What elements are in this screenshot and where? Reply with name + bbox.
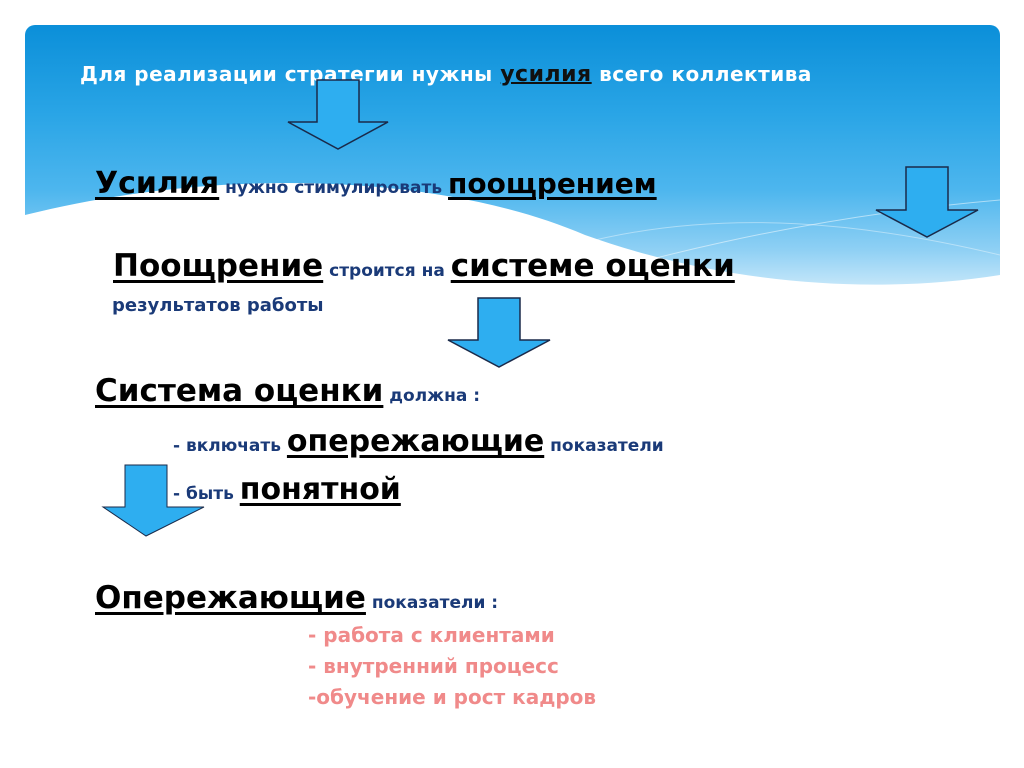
keyword-evaluation-system-2: Система оценки — [95, 373, 384, 409]
title-keyword: усилия — [500, 62, 592, 87]
title-text-end: всего коллектива — [591, 62, 812, 86]
line-evaluation-system: Система оценки должна : — [95, 373, 480, 409]
bullet-pre: - включать — [173, 436, 287, 456]
keyword-encouragement-2: Поощрение — [113, 248, 324, 284]
text-work-results: результатов работы — [112, 295, 324, 316]
line-efforts: Усилия нужно стимулировать поощрением — [95, 166, 657, 201]
bullet-item: - включать опережающие показатели — [173, 424, 664, 459]
indicator-item: -обучение и рост кадров — [308, 685, 597, 709]
keyword-leading: опережающие — [286, 424, 545, 459]
title-text: Для реализации стратегии нужны — [80, 62, 501, 86]
arrow-down-icon — [447, 297, 551, 368]
bullet-item: - быть понятной — [173, 472, 401, 507]
indicator-item: - работа с клиентами — [308, 623, 555, 647]
indicator-item: - внутренний процесс — [308, 654, 559, 678]
text-stimulate: нужно стимулировать — [219, 178, 448, 198]
header-background — [25, 25, 1000, 325]
arrow-down-icon — [287, 79, 389, 150]
keyword-clear: понятной — [239, 472, 401, 507]
arrow-down-icon — [101, 464, 205, 537]
bullet-post: показатели — [544, 436, 664, 456]
text-indicators: показатели : — [365, 593, 499, 613]
bullet-pre: - быть — [173, 484, 240, 504]
keyword-encouragement: поощрением — [448, 167, 657, 200]
line-leading-indicators: Опережающие показатели : — [95, 580, 498, 616]
text-must: должна : — [383, 386, 481, 406]
slide-title: Для реализации стратегии нужны усилия вс… — [80, 62, 812, 87]
keyword-evaluation-system: системе оценки — [450, 248, 735, 284]
keyword-efforts: Усилия — [95, 166, 220, 201]
text-built-on: строится на — [323, 261, 451, 281]
line-encouragement: Поощрение строится на системе оценки — [113, 248, 735, 284]
arrow-down-icon — [875, 166, 979, 238]
keyword-leading-2: Опережающие — [95, 580, 366, 616]
